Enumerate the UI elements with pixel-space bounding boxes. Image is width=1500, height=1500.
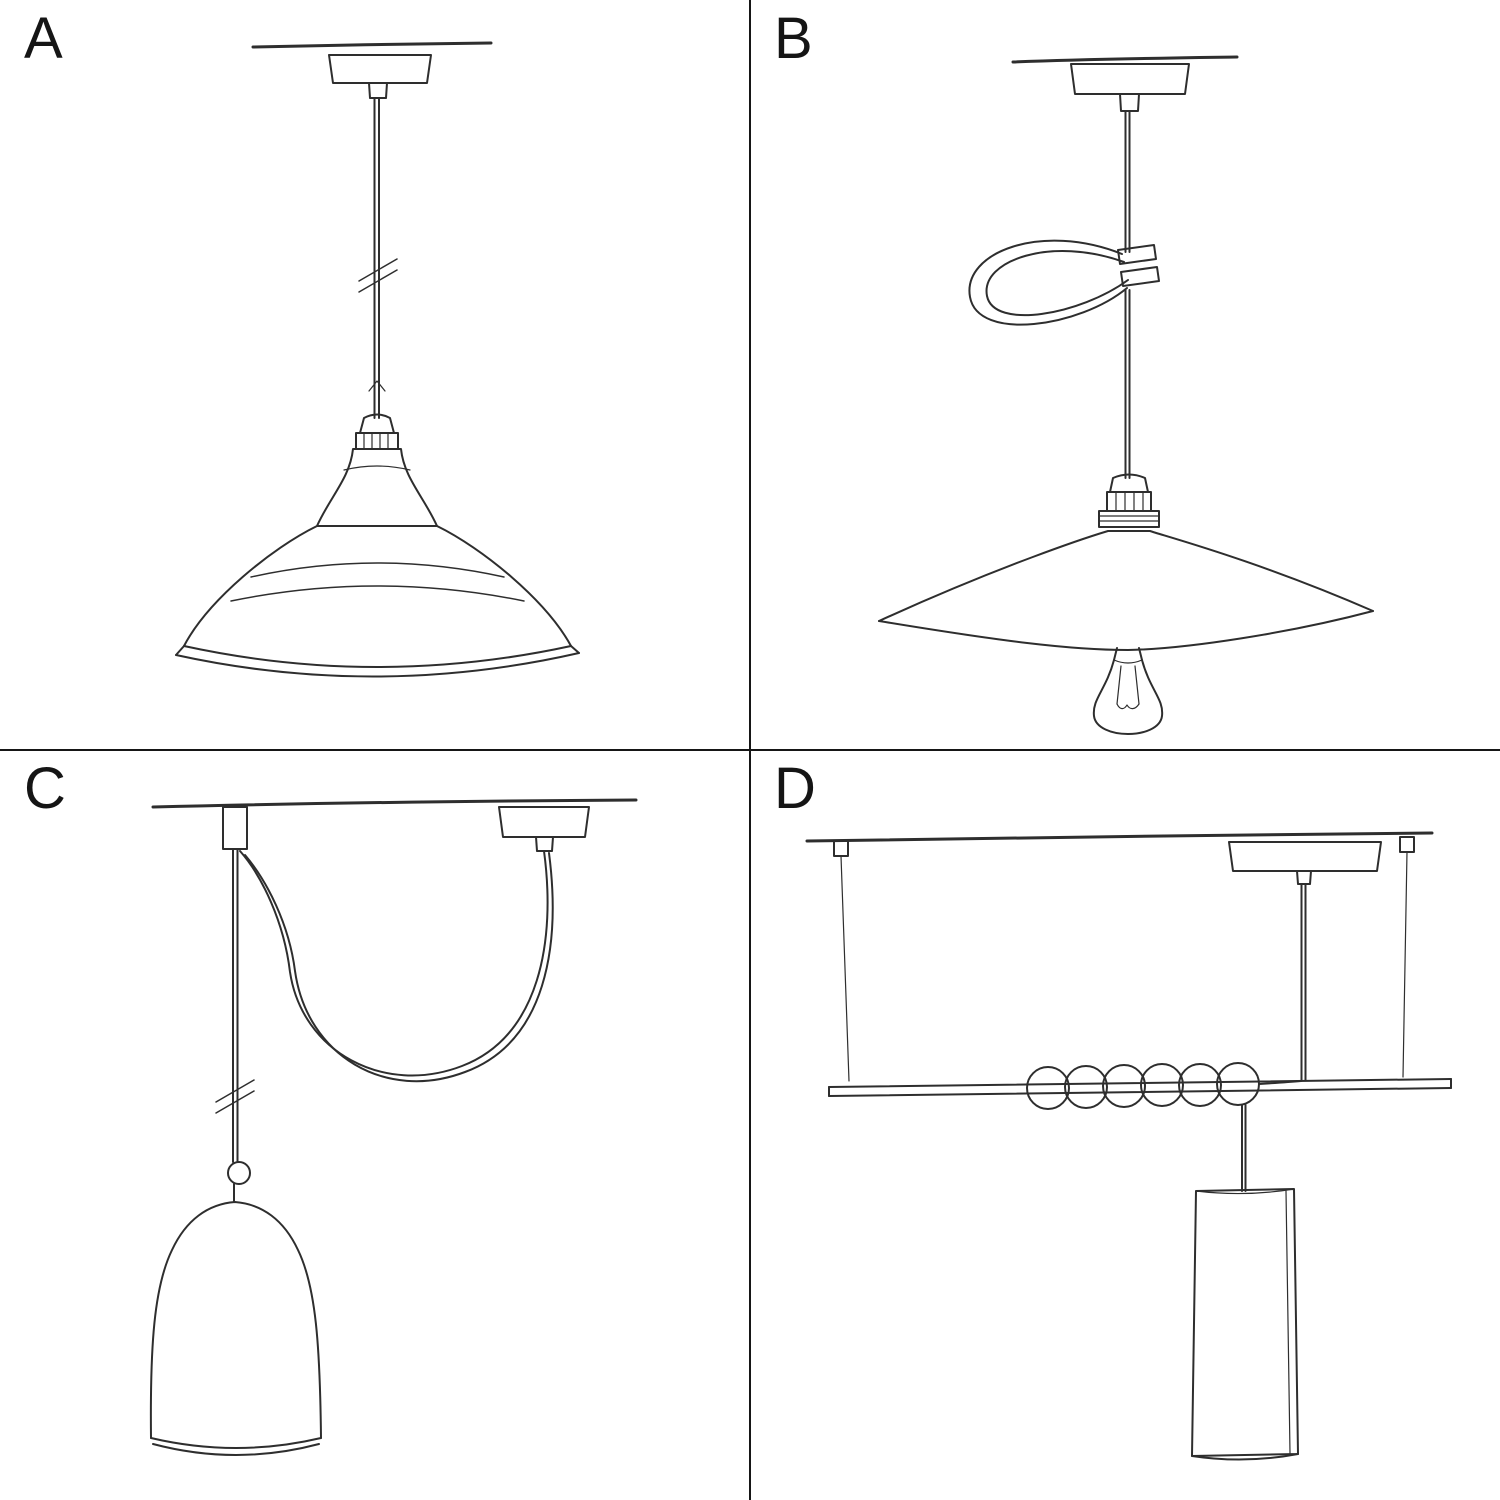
- pendant-cable-lower: [1124, 289, 1131, 479]
- panel-b-label: B: [774, 6, 814, 71]
- panel-d: D: [750, 750, 1500, 1500]
- ceiling-rose: [1228, 841, 1382, 885]
- lamp-socket: [1098, 473, 1160, 528]
- suspension-wire-left: [833, 840, 850, 1082]
- drop-cable: [215, 848, 255, 1163]
- panel-c: C: [0, 750, 750, 1500]
- sketch-pendant-c: [149, 798, 638, 1456]
- horizontal-divider: [0, 749, 1500, 751]
- ceiling-line: [251, 41, 493, 49]
- sketch-pendant-d: [805, 831, 1452, 1461]
- cable-clip-and-loop: [968, 239, 1160, 326]
- pendant-cable-upper: [1124, 110, 1131, 253]
- ceiling-rose: [328, 54, 432, 99]
- panel-c-label: C: [24, 756, 67, 821]
- ceiling-hook: [222, 806, 248, 850]
- tube-pendant: [1191, 1104, 1299, 1461]
- light-bulb: [1092, 647, 1164, 735]
- ceiling-line: [151, 798, 638, 809]
- sketch-pendant-a: [175, 41, 580, 678]
- industrial-bowl-shade: [175, 525, 580, 678]
- coiled-cable: [1026, 1062, 1302, 1110]
- sketch-pendant-b: [878, 55, 1374, 735]
- flat-plate-shade: [878, 530, 1374, 651]
- panel-a-label: A: [24, 6, 64, 71]
- horizontal-bar: [828, 1078, 1452, 1097]
- ceiling-rose: [498, 806, 590, 852]
- lamp-socket: [316, 413, 438, 527]
- panel-d-label: D: [774, 756, 817, 821]
- swag-cable: [239, 850, 554, 1083]
- ceiling-line: [805, 831, 1434, 843]
- suspension-wire-right: [1399, 836, 1415, 1078]
- bell-shade: [149, 1201, 322, 1456]
- pendant-cable: [358, 97, 398, 419]
- panel-a: A: [0, 0, 750, 750]
- ceiling-rose: [1070, 63, 1190, 112]
- ceiling-line: [1011, 55, 1239, 64]
- rose-stem-cable: [1300, 883, 1307, 1081]
- panel-b: B: [750, 0, 1500, 750]
- cable-knot: [227, 1161, 251, 1203]
